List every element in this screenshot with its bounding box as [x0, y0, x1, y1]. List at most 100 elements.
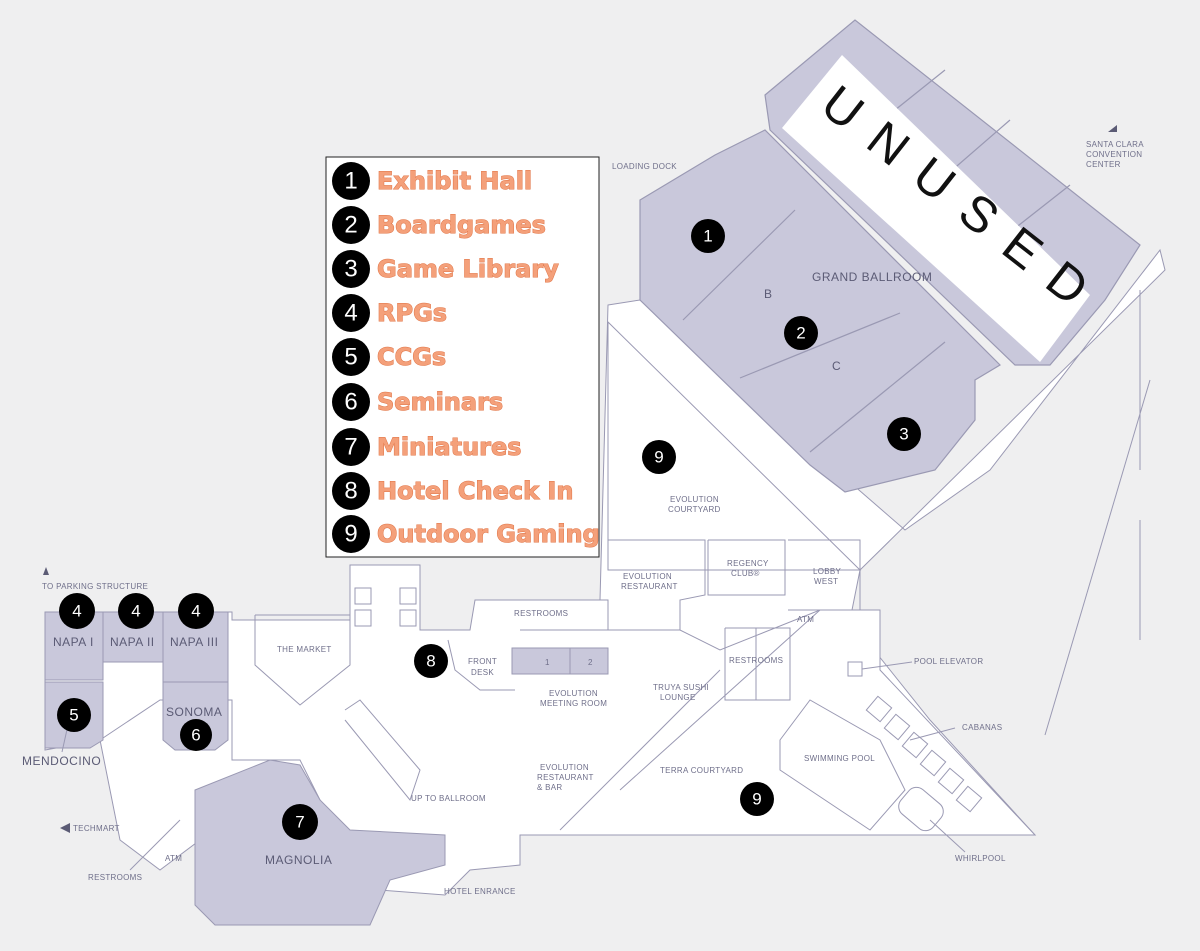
- marker-seminars[interactable]: 6: [180, 719, 212, 751]
- elevator-1: [354, 587, 372, 605]
- evolution-meeting-label-1: EVOLUTION: [549, 689, 598, 698]
- evolution-bar-label-3: & BAR: [537, 783, 563, 792]
- elevator-3: [399, 587, 417, 605]
- legend-label: RPGs: [377, 299, 447, 327]
- marker-rpgs-napa-2[interactable]: 4: [118, 593, 154, 629]
- marker-number: 2: [796, 324, 805, 343]
- legend-number: 4: [344, 300, 357, 327]
- truya-label-2: LOUNGE: [660, 693, 696, 702]
- whirlpool: [898, 786, 944, 832]
- east-wall-2: [1044, 379, 1151, 736]
- marker-rpgs-napa-1[interactable]: 4: [59, 593, 95, 629]
- unused-banner: [782, 55, 1090, 362]
- legend-label: CCGs: [377, 343, 446, 371]
- cabana-6: [955, 785, 983, 813]
- evolution-restaurant-label-1: EVOLUTION: [623, 572, 672, 581]
- atm-bottom-label: ATM: [165, 854, 182, 863]
- evolution-meeting-label-2: MEETING ROOM: [540, 699, 607, 708]
- cabana-2: [883, 713, 911, 741]
- cabana-5: [937, 767, 965, 795]
- legend-item-3: 3 Game Library: [332, 250, 560, 288]
- mendocino-label: MENDOCINO: [22, 754, 101, 768]
- ballroom-c-label: C: [832, 359, 841, 373]
- to-parking-label: TO PARKING STRUCTURE: [42, 582, 148, 591]
- techmart-label: TECHMART: [73, 824, 120, 833]
- legend-label: Miniatures: [377, 433, 522, 461]
- evolution-bar-label-2: RESTAURANT: [537, 773, 594, 782]
- cabana-3: [901, 731, 929, 759]
- marker-rpgs-napa-3[interactable]: 4: [178, 593, 214, 629]
- front-desk-label-1: FRONT: [468, 657, 497, 666]
- legend-item-1: 1 Exhibit Hall: [332, 162, 533, 200]
- lobby-west-outline: [788, 539, 861, 611]
- elevator-4: [399, 609, 417, 627]
- meeting-room-1-label: 1: [545, 658, 550, 667]
- santa-clara-label-1: SANTA CLARA: [1086, 140, 1144, 149]
- napa-1-label: NAPA I: [53, 635, 94, 649]
- legend-item-4: 4 RPGs: [332, 294, 448, 332]
- legend-label: Exhibit Hall: [377, 167, 532, 195]
- place-labels: LOADING DOCK SANTA CLARA CONVENTION CENT…: [42, 140, 1144, 896]
- lobby-west-label-2: WEST: [814, 577, 838, 586]
- cabana-1: [865, 695, 893, 723]
- regency-outline: [707, 539, 786, 596]
- marker-ccgs[interactable]: 5: [57, 698, 91, 732]
- napa-3-label: NAPA III: [170, 635, 218, 649]
- terra-line-2: [619, 609, 821, 791]
- swimming-pool-label: SWIMMING POOL: [804, 754, 875, 763]
- room-labels: GRAND BALLROOM B C NAPA I NAPA II NAPA I…: [22, 270, 932, 867]
- regency-label-2: CLUB®: [731, 569, 760, 578]
- marker-miniatures[interactable]: 7: [282, 804, 318, 840]
- sonoma-label: SONOMA: [166, 705, 222, 719]
- marker-outdoor-gaming-courtyard[interactable]: 9: [642, 440, 676, 474]
- restrooms-bottom-line: [129, 819, 181, 871]
- whirlpool-label: WHIRLPOOL: [955, 854, 1006, 863]
- legend-label: Game Library: [377, 255, 559, 283]
- marker-number: 4: [191, 602, 200, 621]
- legend-number: 3: [344, 256, 357, 283]
- legend-label: Seminars: [377, 388, 503, 416]
- evolution-restaurant-label-2: RESTAURANT: [621, 582, 678, 591]
- legend-number: 8: [344, 478, 357, 505]
- meeting-room-2: [569, 647, 609, 675]
- techmart-arrow-icon: [60, 823, 70, 833]
- legend-label: Outdoor Gaming: [377, 520, 600, 548]
- marker-hotel-check-in[interactable]: 8: [414, 644, 448, 678]
- legend-number: 6: [344, 389, 357, 416]
- ballroom-divider-3: [809, 341, 946, 453]
- ballroom-divider-2: [739, 312, 901, 379]
- legend-item-5: 5 CCGs: [332, 338, 447, 376]
- pool-elevator-label: POOL ELEVATOR: [914, 657, 983, 666]
- whirlpool-line: [929, 819, 966, 853]
- evolution-courtyard-label-2: COURTYARD: [668, 505, 721, 514]
- legend-label: Boardgames: [377, 211, 546, 239]
- structural-lines: [61, 290, 1151, 871]
- marker-outdoor-gaming-terra[interactable]: 9: [740, 782, 774, 816]
- ballroom-complex: [639, 19, 1141, 493]
- legend-panel: [325, 156, 600, 558]
- terra-line-1: [559, 669, 721, 831]
- marker-number: 3: [899, 425, 908, 444]
- ballroom-divider-1: [682, 209, 796, 321]
- legend-number: 1: [344, 168, 357, 195]
- marker-game-library[interactable]: 3: [887, 417, 921, 451]
- lobby-west-label-1: LOBBY: [813, 567, 842, 576]
- marker-number: 8: [426, 652, 435, 671]
- market-outline: [254, 614, 351, 706]
- marker-boardgames[interactable]: 2: [784, 316, 818, 350]
- marker-number: 1: [703, 227, 712, 246]
- marker-exhibit-hall[interactable]: 1: [691, 219, 725, 253]
- meeting-rooms: [44, 611, 609, 926]
- map-markers: 1 2 3 4 4 4 5 6 7 8 9 9: [57, 219, 921, 840]
- to-parking-arrow-icon: [43, 567, 49, 575]
- ballroom-b-label: B: [764, 287, 773, 301]
- legend-number: 5: [344, 344, 357, 371]
- evolution-courtyard-label-1: EVOLUTION: [670, 495, 719, 504]
- marker-number: 5: [69, 706, 78, 725]
- grand-ballroom: [639, 129, 1001, 493]
